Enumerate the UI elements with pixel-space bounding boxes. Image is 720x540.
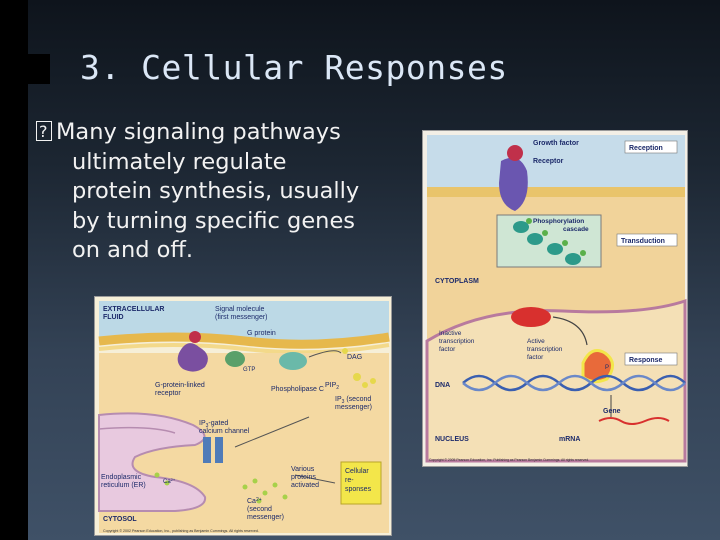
transcription-diagram: Growth factor Receptor Reception Phospho… bbox=[423, 131, 687, 466]
label-extracellular-2: FLUID bbox=[103, 314, 124, 321]
bullet-paragraph: Many signaling pathways ultimately regul… bbox=[36, 117, 408, 266]
label-signal-2: (first messenger) bbox=[215, 314, 268, 321]
label-channel-1: IP3-gated bbox=[199, 420, 228, 429]
bullet-line-4: by turning specific genes bbox=[72, 207, 356, 234]
label-cytoplasm: CYTOPLASM bbox=[435, 278, 479, 285]
label-channel-2: calcium channel bbox=[199, 428, 250, 435]
label-mrna: mRNA bbox=[559, 436, 580, 443]
label-phospho-2: cascade bbox=[563, 226, 589, 233]
bullet-line-5: on and off. bbox=[72, 237, 194, 263]
label-ip3-1: IP3 (second bbox=[335, 396, 371, 405]
label-inactive-tf-3: factor bbox=[439, 346, 456, 353]
slide-title: 3. Cellular Responses bbox=[80, 48, 508, 87]
label-various-2: proteins bbox=[291, 474, 316, 481]
label-gpcr-1: G-protein-linked bbox=[155, 382, 205, 389]
label-er-2: reticulum (ER) bbox=[101, 482, 146, 489]
label-gene: Gene bbox=[603, 408, 621, 415]
label-extracellular-1: EXTRACELLULAR bbox=[103, 306, 164, 313]
label-dag: DAG bbox=[347, 354, 362, 361]
right-figure-copyright: Copyright © 2005 Pearson Education, Inc.… bbox=[429, 458, 589, 462]
label-phospholipase: Phospholipase C bbox=[271, 386, 324, 393]
label-ca-second-2: (second bbox=[247, 506, 272, 513]
label-cytosol: CYTOSOL bbox=[103, 516, 137, 523]
slide: 3. Cellular Responses Many signaling pat… bbox=[28, 0, 720, 540]
bullet-line-2: ultimately regulate bbox=[72, 148, 287, 175]
label-receptor: Receptor bbox=[533, 158, 564, 165]
bullet-line-1: Many signaling pathways bbox=[36, 117, 408, 148]
label-transduction: Transduction bbox=[621, 238, 665, 245]
label-er-1: Endoplasmic bbox=[101, 474, 142, 481]
label-cellular-1: Cellular bbox=[345, 468, 369, 475]
bullet-text-1: Many signaling pathways bbox=[56, 119, 341, 145]
label-active-tf-3: factor bbox=[527, 354, 544, 361]
transcription-figure: Growth factor Receptor Reception Phospho… bbox=[422, 130, 688, 467]
label-nucleus: NUCLEUS bbox=[435, 436, 469, 443]
label-ca-second-3: messenger) bbox=[247, 514, 284, 521]
label-ca-second-1: Ca2+ bbox=[247, 497, 262, 505]
label-pip2: PIP2 bbox=[325, 382, 339, 391]
label-active-tf-2: transcription bbox=[527, 346, 563, 353]
label-dna: DNA bbox=[435, 382, 450, 389]
label-inactive-tf-1: Inactive bbox=[439, 330, 462, 337]
label-active-tf-1: Active bbox=[527, 338, 545, 345]
title-accent-bar bbox=[28, 54, 50, 84]
bullet-line-3: protein synthesis, usually bbox=[72, 178, 360, 204]
label-signal-1: Signal molecule bbox=[215, 306, 265, 313]
label-gpcr-2: receptor bbox=[155, 390, 181, 397]
label-various-3: activated bbox=[291, 482, 319, 489]
ip3-pathway-diagram: EXTRACELLULAR FLUID Signal molecule (fir… bbox=[95, 297, 391, 535]
label-g-protein: G protein bbox=[247, 330, 276, 337]
label-various-1: Various bbox=[291, 466, 315, 473]
label-phospho-1: Phosphorylation bbox=[533, 218, 584, 225]
label-inactive-tf-2: transcription bbox=[439, 338, 475, 345]
label-cellular-2: re- bbox=[345, 477, 354, 484]
label-response: Response bbox=[629, 357, 663, 364]
label-growth-factor: Growth factor bbox=[533, 140, 579, 147]
left-figure-copyright: Copyright © 2002 Pearson Education, Inc.… bbox=[103, 529, 259, 533]
label-cellular-3: sponses bbox=[345, 486, 372, 493]
square-bullet-icon bbox=[36, 117, 52, 147]
ip3-pathway-figure: EXTRACELLULAR FLUID Signal molecule (fir… bbox=[94, 296, 392, 536]
label-gtp: GTP bbox=[243, 367, 255, 373]
label-ip3-2: messenger) bbox=[335, 404, 372, 411]
label-reception: Reception bbox=[629, 145, 663, 152]
label-ca-er: Ca2+ bbox=[163, 477, 176, 485]
label-p: P bbox=[605, 365, 609, 371]
